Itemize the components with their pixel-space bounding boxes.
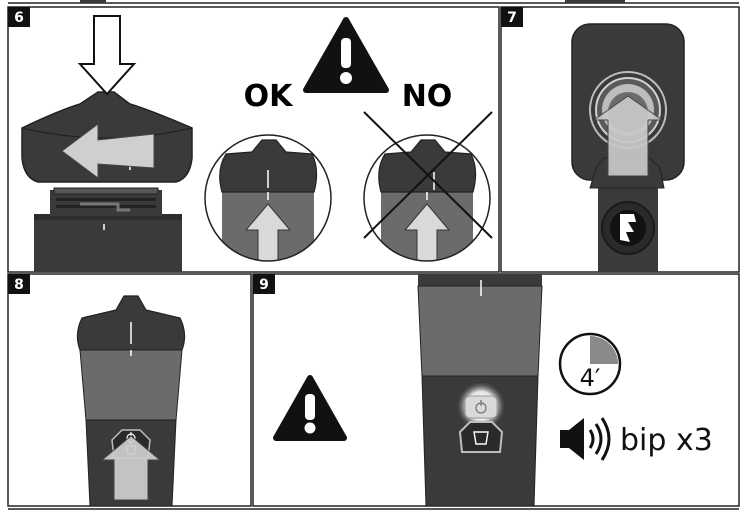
- panel-8: 8: [7, 273, 252, 507]
- no-label: NO: [402, 79, 453, 114]
- speaker-icon: [560, 417, 611, 461]
- panel-7-number: 7: [507, 10, 517, 26]
- timer-label: 4′: [580, 364, 601, 392]
- device-closeup: [417, 274, 543, 506]
- no-detail-view: [363, 111, 493, 262]
- panel-6-badge: [8, 7, 30, 27]
- panel-7: 7: [500, 6, 740, 273]
- insert-up-arrow: [592, 95, 664, 177]
- ok-label: OK: [244, 79, 295, 114]
- press-up-arrow: [100, 435, 162, 501]
- press-down-arrow: [77, 15, 137, 96]
- cup-icon-2: [473, 431, 489, 445]
- panel-9-badge: [253, 274, 275, 294]
- cross-out-icon: [363, 111, 493, 239]
- ok-detail-view: [204, 134, 332, 262]
- threaded-neck: [50, 187, 162, 216]
- panel-8-number: 8: [14, 277, 24, 293]
- panel-7-badge: [501, 7, 523, 27]
- rotate-left-arrow: [61, 123, 155, 179]
- warning-triangle-icon-2: [273, 375, 347, 441]
- panel-6: OK NO: [7, 6, 500, 273]
- timer-icon: [558, 332, 622, 396]
- panel-9-number: 9: [259, 277, 269, 293]
- panel-9: 4′ bip x3 9: [252, 273, 740, 507]
- base-unit: [34, 214, 182, 272]
- timer-elapsed-slice: [590, 336, 618, 364]
- sound-label: bip x3: [620, 423, 713, 458]
- power-icon-lit: [475, 400, 487, 414]
- previous-panels-strip: [8, 0, 739, 6]
- panel-6-number: 6: [14, 10, 24, 26]
- panel-8-badge: [8, 274, 30, 294]
- warning-triangle-icon: [303, 17, 389, 93]
- device-body: [589, 150, 665, 272]
